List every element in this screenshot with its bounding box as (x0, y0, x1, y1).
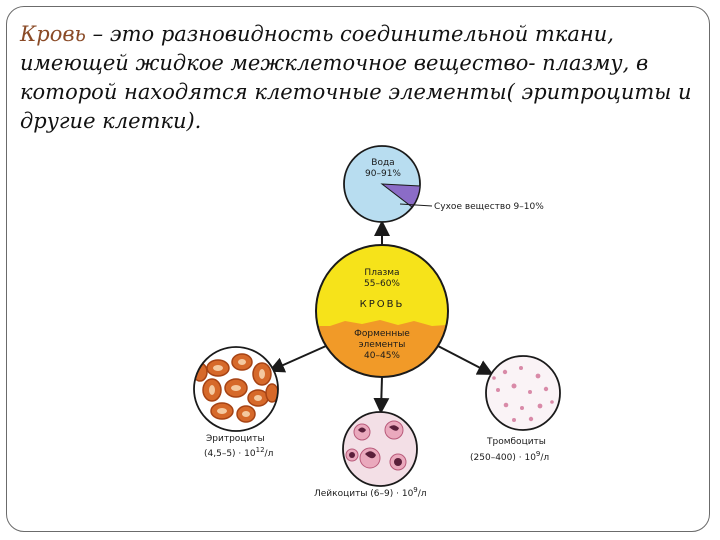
formed-label-line2: элементы (359, 340, 406, 350)
leukocytes-circle (342, 411, 418, 487)
dry-matter-slice (380, 183, 421, 208)
water-value: 90–91% (365, 169, 401, 179)
erythrocytes-circle (193, 346, 279, 432)
formed-label-line1: Форменные (354, 329, 410, 339)
erythrocyte-cells (194, 353, 278, 423)
intro-definition: – это разновидность соединительной ткани… (20, 22, 692, 133)
water-label: Вода (371, 158, 394, 168)
leukocytes-label: Лейкоциты (6–9) · 109/л (314, 486, 427, 499)
blood-pie: Плазма 55–60% КРОВЬ Форменные элементы 4… (315, 244, 449, 378)
leukocyte-cells (345, 420, 407, 471)
dry-matter-leader-line (399, 203, 433, 207)
arrow-to-leukocytes (373, 376, 390, 414)
thrombocytes-count: (250–400) · 109/л (470, 450, 549, 463)
thrombocytes-circle (485, 355, 561, 431)
plasma-label: Плазма (364, 268, 399, 278)
blood-title: КРОВЬ (360, 299, 405, 310)
plasma-composition-pie: Вода 90–91% (343, 145, 421, 223)
arrow-to-thrombocytes (437, 345, 494, 375)
intro-term: Кровь (20, 22, 86, 46)
blood-outline (315, 244, 449, 378)
thrombocyte-cells (492, 366, 554, 422)
formed-value: 40–45% (364, 351, 400, 361)
thrombocytes-label: Тромбоциты (486, 437, 546, 447)
erythrocytes-label: Эритроциты (206, 434, 265, 444)
arrow-to-erythrocytes (268, 345, 327, 373)
erythrocytes-count: (4,5–5) · 1012/л (204, 446, 273, 459)
plasma-value: 55–60% (364, 279, 400, 289)
dry-matter-label: Сухое вещество 9–10% (434, 202, 544, 212)
intro-paragraph: Кровь – это разновидность соединительной… (20, 20, 700, 136)
